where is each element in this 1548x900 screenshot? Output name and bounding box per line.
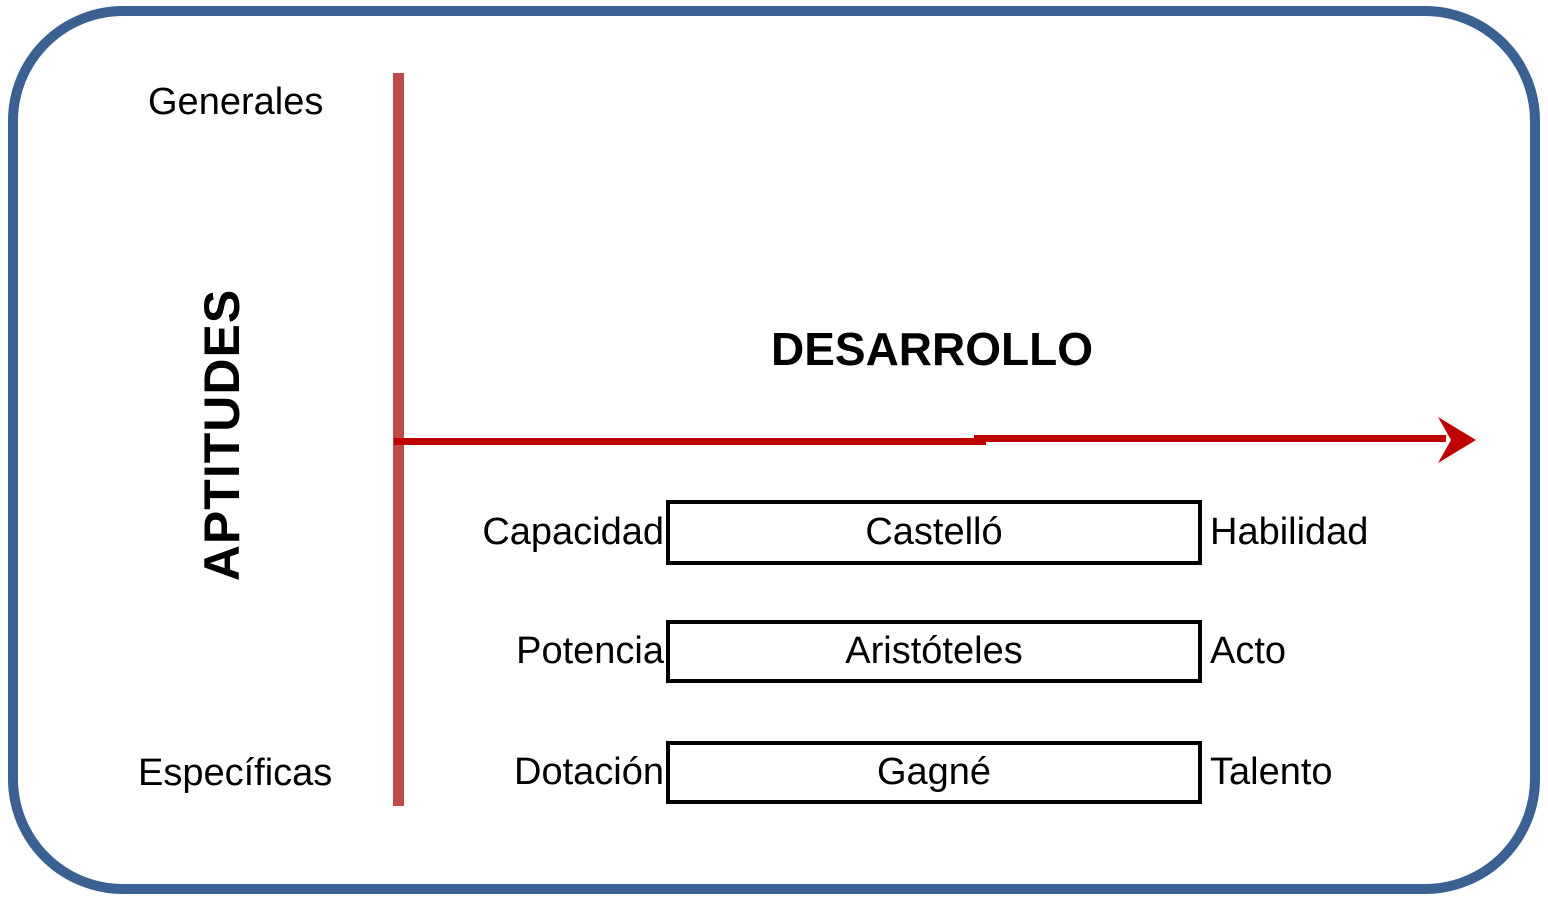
y-axis-bottom-label: Específicas bbox=[138, 752, 333, 794]
row-right-label: Talento bbox=[1210, 751, 1333, 793]
rounded-border-frame bbox=[8, 6, 1540, 894]
diagram-row-aristoteles: Potencia Aristóteles Acto bbox=[400, 620, 1460, 683]
diagram-row-gagne: Dotación Gagné Talento bbox=[400, 741, 1460, 804]
x-axis-title: DESARROLLO bbox=[771, 323, 1093, 375]
y-axis-top-label: Generales bbox=[148, 81, 324, 123]
row-right-label: Acto bbox=[1210, 630, 1287, 672]
x-axis-arrow bbox=[394, 417, 1476, 463]
row-box: Gagné bbox=[666, 741, 1202, 804]
y-axis-title: APTITUDES bbox=[194, 288, 250, 582]
arrow-right-icon bbox=[1438, 417, 1476, 463]
row-box: Aristóteles bbox=[666, 620, 1202, 683]
row-left-label: Dotación bbox=[514, 751, 664, 793]
row-box: Castelló bbox=[666, 500, 1202, 565]
row-left-label: Capacidad bbox=[482, 511, 664, 553]
row-right-label: Habilidad bbox=[1210, 511, 1369, 553]
diagram-row-castello: Capacidad Castelló Habilidad bbox=[400, 500, 1460, 565]
row-left-label: Potencia bbox=[516, 630, 664, 672]
